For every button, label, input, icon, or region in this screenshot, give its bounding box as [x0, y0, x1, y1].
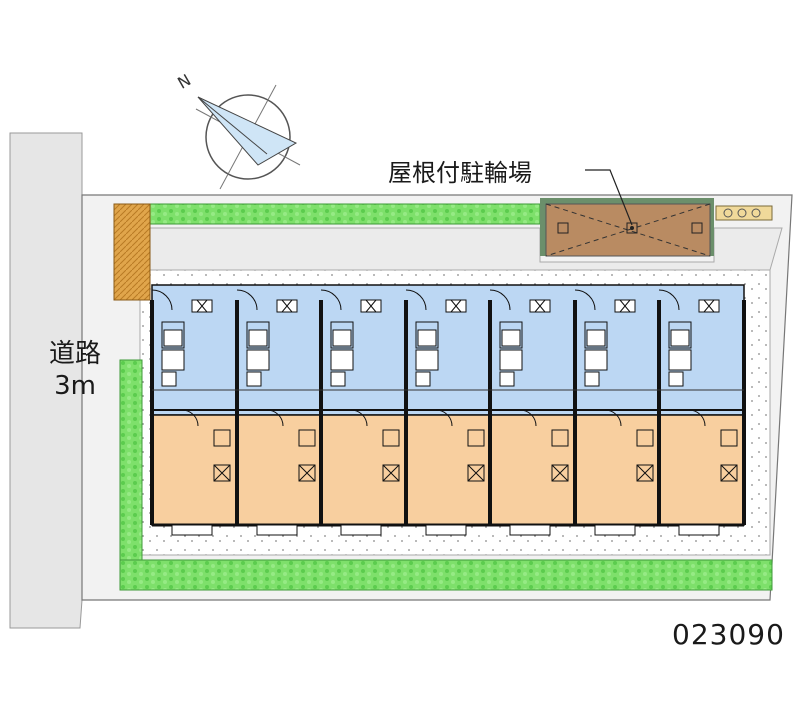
road-width: 3m	[54, 371, 96, 401]
bicycle-parking-label: 屋根付駐輪場	[388, 159, 532, 187]
unit-7	[658, 289, 738, 536]
storage-bins	[715, 205, 773, 221]
road	[9, 132, 83, 629]
unit-1	[151, 289, 231, 536]
apartment-building	[150, 284, 746, 536]
unit-2	[236, 289, 316, 536]
unit-3	[320, 289, 400, 536]
unit-6	[574, 289, 654, 536]
entrance-ramp	[113, 203, 151, 301]
unit-4	[405, 289, 485, 536]
unit-5	[489, 289, 569, 536]
parking-leader-line	[585, 169, 633, 226]
hedge-bottom	[119, 559, 773, 591]
road-name: 道路	[48, 339, 101, 369]
bicycle-parking-structure	[540, 198, 714, 257]
plan-code: 023090	[672, 618, 785, 651]
hedge-top	[127, 203, 541, 225]
hedge-left	[119, 359, 143, 589]
north-letter: N	[174, 70, 194, 92]
north-compass-icon: N	[174, 70, 301, 190]
road-label: 道路 3m	[40, 338, 110, 402]
